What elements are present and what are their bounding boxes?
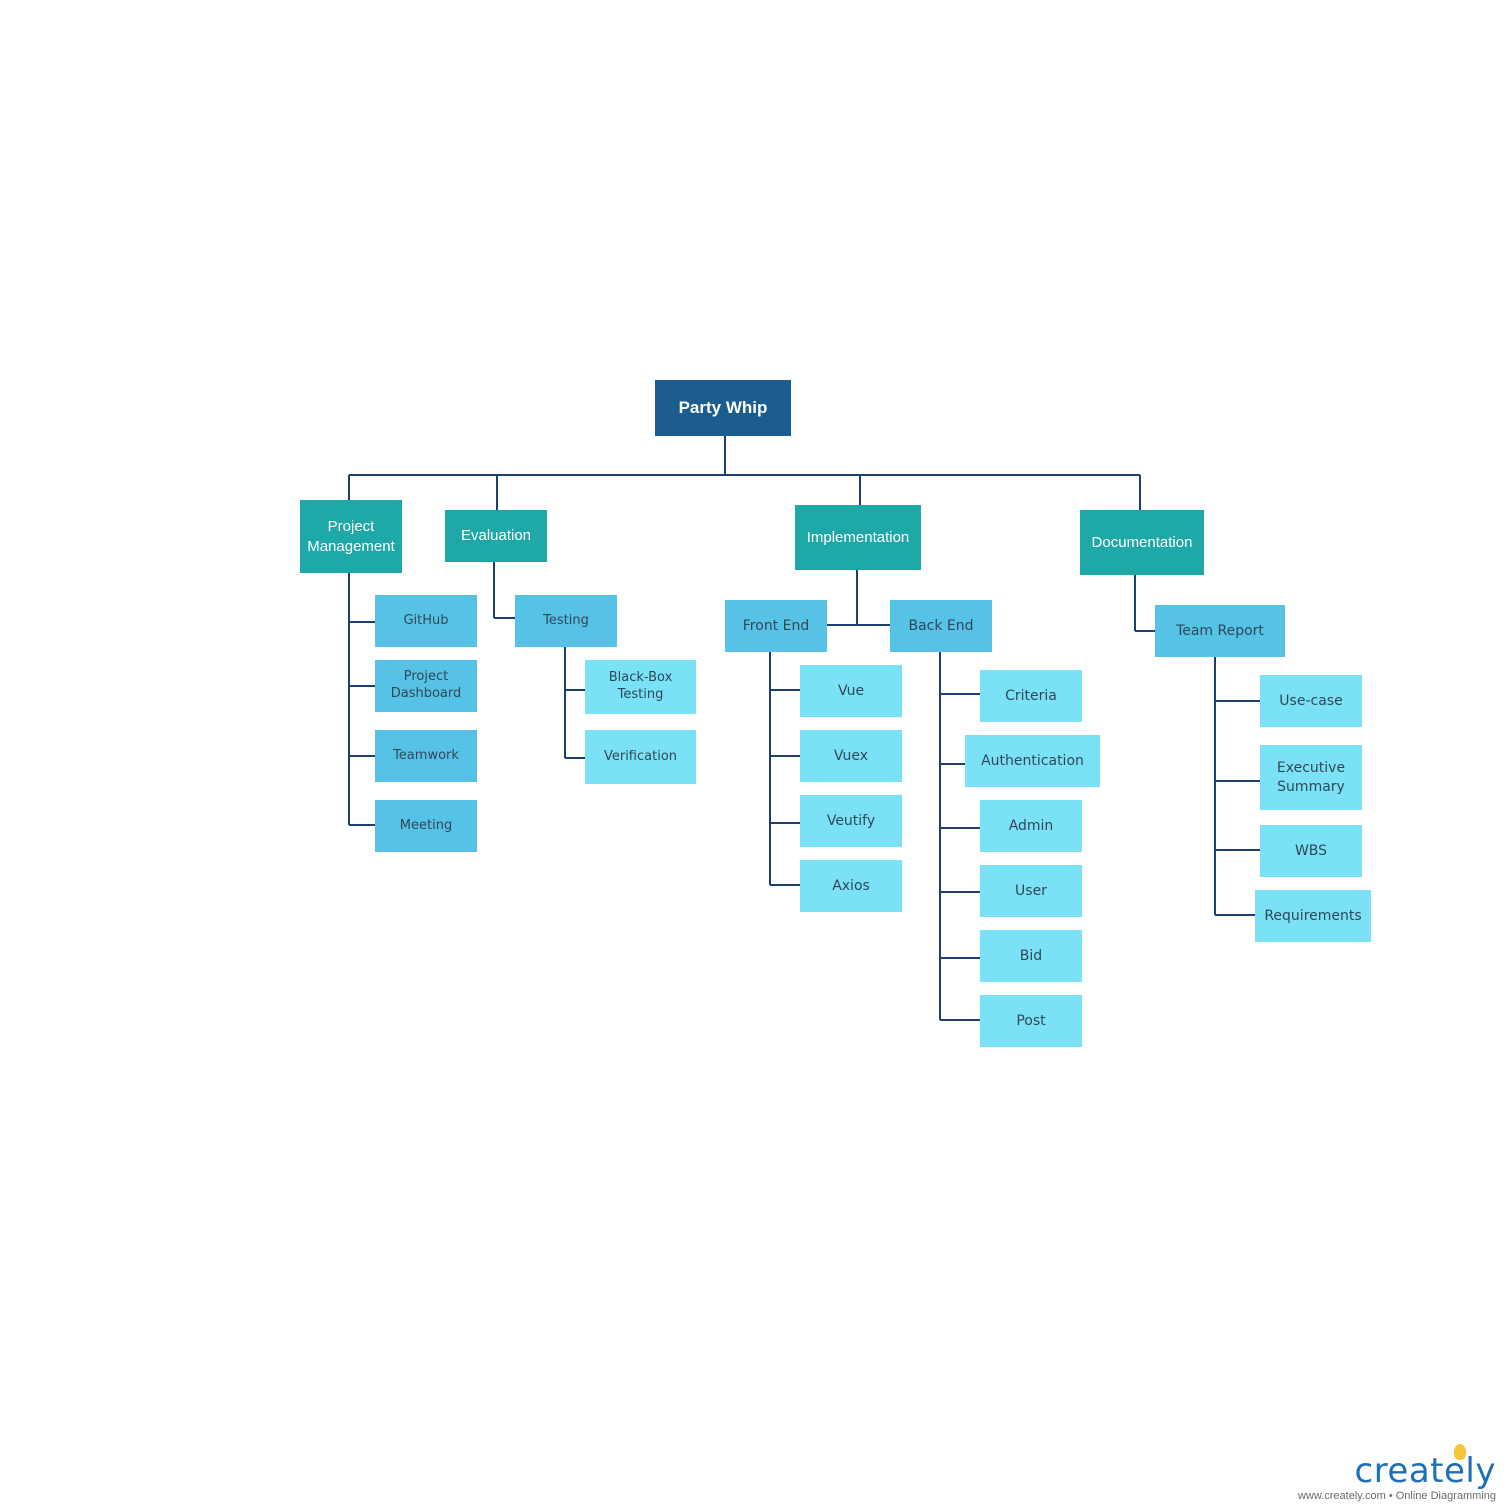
- node-veutify[interactable]: Veutify: [800, 795, 902, 847]
- node-teamwork[interactable]: Teamwork: [375, 730, 477, 782]
- node-requirements[interactable]: Requirements: [1255, 890, 1371, 942]
- brand-name: creately: [1354, 1451, 1496, 1491]
- node-use-case[interactable]: Use-case: [1260, 675, 1362, 727]
- node-authentication[interactable]: Authentication: [965, 735, 1100, 787]
- node-back-end[interactable]: Back End: [890, 600, 992, 652]
- node-project-dashboard[interactable]: Project Dashboard: [375, 660, 477, 712]
- node-admin[interactable]: Admin: [980, 800, 1082, 852]
- node-front-end[interactable]: Front End: [725, 600, 827, 652]
- node-implementation[interactable]: Implementation: [795, 505, 921, 570]
- node-team-report[interactable]: Team Report: [1155, 605, 1285, 657]
- node-post[interactable]: Post: [980, 995, 1082, 1047]
- node-black-box-testing[interactable]: Black-Box Testing: [585, 660, 696, 714]
- root-node[interactable]: Party Whip: [655, 380, 791, 436]
- node-github[interactable]: GitHub: [375, 595, 477, 647]
- lightbulb-icon: [1454, 1444, 1466, 1460]
- node-evaluation[interactable]: Evaluation: [445, 510, 547, 562]
- node-criteria[interactable]: Criteria: [980, 670, 1082, 722]
- node-project-management[interactable]: Project Management: [300, 500, 402, 573]
- node-wbs[interactable]: WBS: [1260, 825, 1362, 877]
- brand-tagline: www.creately.com • Online Diagramming: [1297, 1490, 1496, 1502]
- creately-logo[interactable]: creately www.creately.com • Online Diagr…: [1297, 1444, 1496, 1502]
- node-bid[interactable]: Bid: [980, 930, 1082, 982]
- node-meeting[interactable]: Meeting: [375, 800, 477, 852]
- node-vue[interactable]: Vue: [800, 665, 902, 717]
- node-axios[interactable]: Axios: [800, 860, 902, 912]
- node-executive-summary[interactable]: Executive Summary: [1260, 745, 1362, 810]
- node-user[interactable]: User: [980, 865, 1082, 917]
- node-documentation[interactable]: Documentation: [1080, 510, 1204, 575]
- node-testing[interactable]: Testing: [515, 595, 617, 647]
- node-vuex[interactable]: Vuex: [800, 730, 902, 782]
- node-verification[interactable]: Verification: [585, 730, 696, 784]
